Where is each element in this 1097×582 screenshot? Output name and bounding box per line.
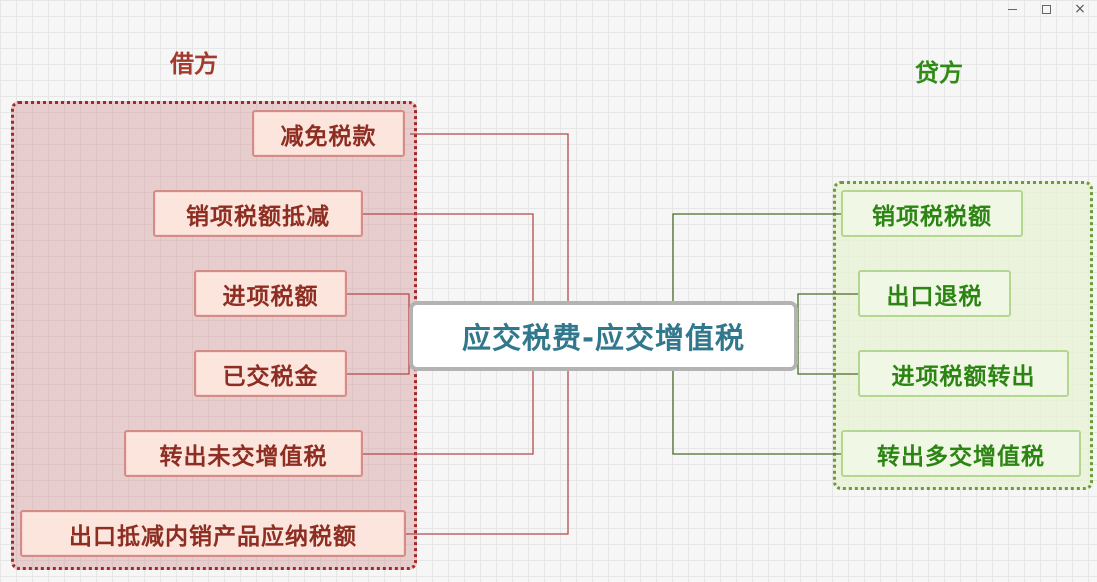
connector-credit-23 xyxy=(797,293,858,375)
close-button[interactable]: × xyxy=(1063,0,1097,18)
connector-credit-4 xyxy=(672,371,841,455)
credit-item-2[interactable]: 出口退税 xyxy=(858,270,1011,317)
connector-debit-6 xyxy=(405,371,569,535)
debit-item-5[interactable]: 转出未交增值税 xyxy=(124,430,363,477)
connector-debit-5 xyxy=(363,371,534,455)
credit-title: 贷方 xyxy=(915,59,963,87)
central-topic[interactable]: 应交税费-应交增值税 xyxy=(409,301,798,371)
maximize-button[interactable] xyxy=(1029,0,1063,18)
close-icon: × xyxy=(1074,1,1086,17)
debit-item-6[interactable]: 出口抵减内销产品应纳税额 xyxy=(20,510,406,557)
window-controls: × xyxy=(995,0,1097,18)
debit-title: 借方 xyxy=(170,50,218,78)
debit-group xyxy=(11,101,417,570)
connector-debit-1 xyxy=(410,133,569,301)
credit-item-1[interactable]: 销项税税额 xyxy=(841,190,1023,237)
connector-debit-3 xyxy=(347,293,410,375)
debit-item-4[interactable]: 已交税金 xyxy=(194,350,347,397)
credit-item-4[interactable]: 转出多交增值税 xyxy=(841,430,1081,477)
connector-credit-1 xyxy=(672,213,841,301)
connector-debit-2 xyxy=(363,213,534,301)
credit-item-3[interactable]: 进项税额转出 xyxy=(858,350,1069,397)
debit-item-1[interactable]: 减免税款 xyxy=(252,110,405,157)
maximize-icon xyxy=(1041,4,1051,14)
debit-item-2[interactable]: 销项税额抵减 xyxy=(153,190,363,237)
debit-item-3[interactable]: 进项税额 xyxy=(194,270,347,317)
minimize-icon xyxy=(1007,8,1017,10)
minimize-button[interactable] xyxy=(995,0,1029,18)
